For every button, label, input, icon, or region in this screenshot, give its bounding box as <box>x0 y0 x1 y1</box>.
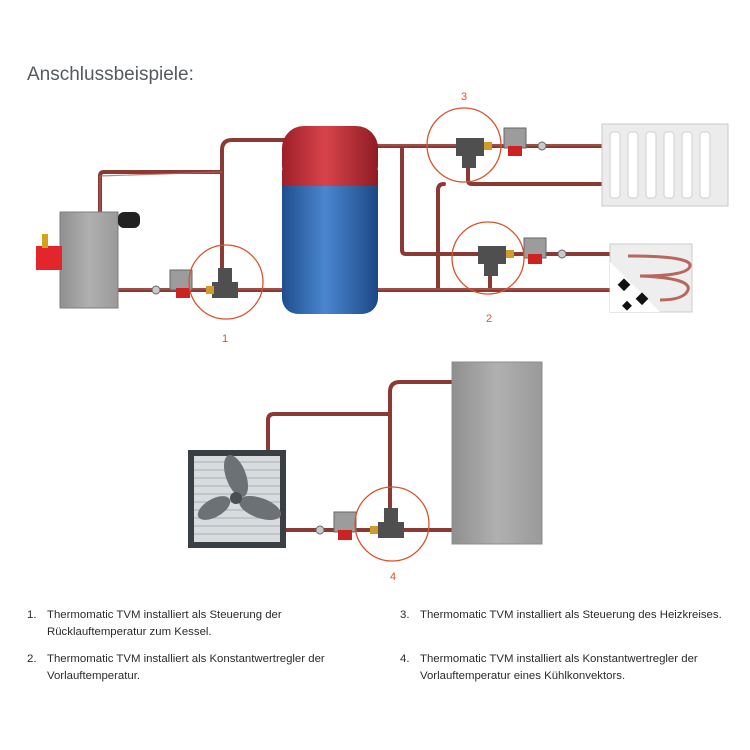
legend-text: Thermomatic TVM installiert als Steuerun… <box>420 609 722 621</box>
legend-text: Thermomatic TVM installiert als Konstant… <box>420 653 698 682</box>
pipe-boiler-flow <box>98 170 224 214</box>
valve-group-4 <box>315 508 404 540</box>
valve-icon <box>478 246 514 276</box>
valve-group-2 <box>478 237 567 276</box>
pump-icon <box>503 127 527 156</box>
valve-icon <box>456 138 492 168</box>
legend-number: 2. <box>27 653 37 665</box>
callout-circle-2 <box>451 221 525 295</box>
pump-icon <box>333 511 357 540</box>
pipe-floor-flow <box>400 144 612 256</box>
callout-number-1: 1 <box>222 333 228 345</box>
callout-circles <box>188 107 525 562</box>
pipe-riser-tank <box>220 138 292 292</box>
pipe-unit-flow <box>388 380 454 532</box>
heat-pump-unit-icon <box>451 361 543 545</box>
boiler-icon <box>36 211 140 309</box>
fan-convector-icon <box>188 450 286 548</box>
pump-icon <box>169 269 193 298</box>
valve-group-3 <box>456 127 547 168</box>
pipe-floor-bypass <box>436 182 446 292</box>
page-title: Anschlussbeispiele: <box>27 64 194 85</box>
callout-circle-3 <box>426 107 502 183</box>
callout-number-2: 2 <box>486 313 492 325</box>
pump-icon <box>523 237 547 264</box>
legend-number: 4. <box>400 653 410 665</box>
legend-number: 3. <box>400 609 410 621</box>
legend-text: Thermomatic TVM installiert als Steuerun… <box>47 609 282 638</box>
floor-heating-icon <box>609 243 693 313</box>
valve-group-1 <box>151 268 238 298</box>
storage-tank-icon <box>282 126 378 314</box>
legend-number: 1. <box>27 609 37 621</box>
legend-text: Thermomatic TVM installiert als Konstant… <box>47 653 325 682</box>
valve-icon <box>370 508 404 538</box>
valve-icon <box>206 268 238 298</box>
callout-circle-1 <box>188 244 264 320</box>
pipes-bottom <box>266 380 454 532</box>
callout-number-4: 4 <box>390 571 396 583</box>
callout-circle-4 <box>354 486 430 562</box>
radiator-icon <box>601 123 729 207</box>
pipe-radiator-return <box>466 144 604 186</box>
callout-number-3: 3 <box>461 91 467 103</box>
pipe-fan-flow <box>266 412 392 452</box>
